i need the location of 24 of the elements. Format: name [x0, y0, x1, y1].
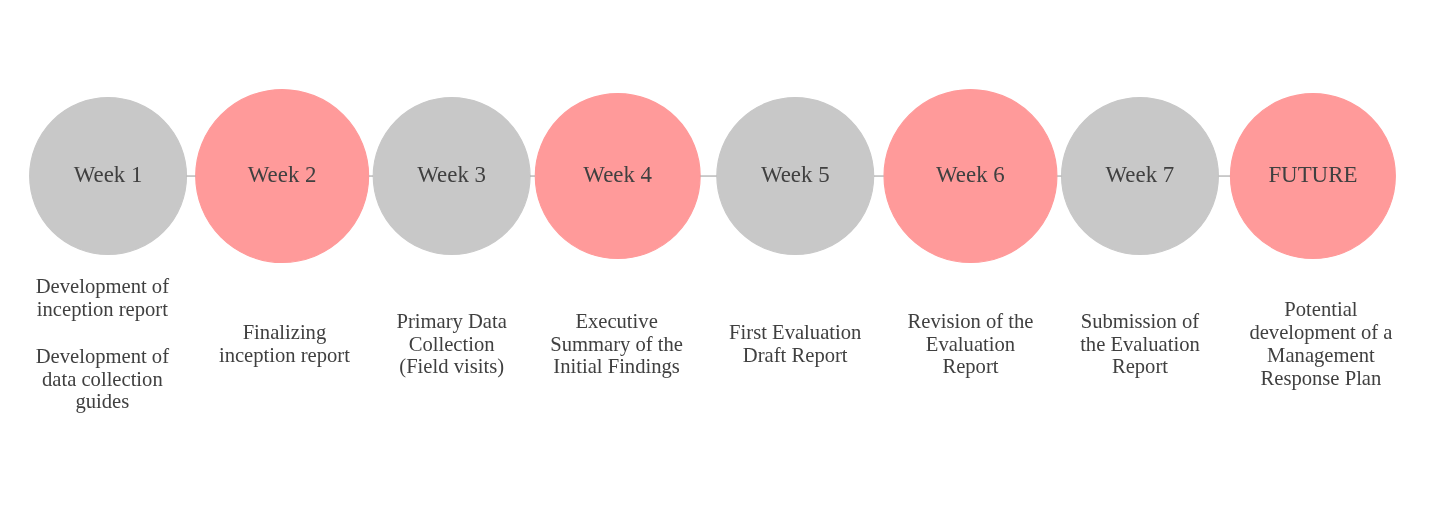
node-circle: Week 6: [883, 88, 1058, 263]
node-label: Development of data collection guides: [35, 344, 170, 412]
node-circle: Week 1: [29, 96, 188, 255]
connector: [1218, 174, 1231, 177]
node-circle: Week 4: [534, 92, 701, 259]
node-circle: Week 7: [1060, 96, 1219, 255]
node-circle: FUTURE: [1229, 92, 1396, 259]
connector: [368, 174, 374, 177]
node-label: Executive Summary of the Initial Findings: [550, 309, 683, 377]
connector: [186, 174, 197, 177]
connector: [1056, 174, 1062, 177]
node-circle: Week 5: [716, 96, 875, 255]
connector: [873, 174, 885, 177]
connector: [529, 174, 536, 177]
node-circle: Week 2: [195, 88, 370, 263]
connector: [699, 174, 718, 177]
node-label: Revision of the Evaluation Report: [907, 309, 1034, 377]
node-label: First Evaluation Draft Report: [729, 320, 862, 366]
node-label: Submission of the Evaluation Report: [1080, 309, 1200, 377]
node-label: Primary Data Collection (Field visits): [396, 309, 507, 377]
node-label: Potential development of a Management Response Plan: [1249, 297, 1393, 389]
node-label: Development of inception report: [35, 274, 170, 320]
node-circle: Week 3: [372, 96, 531, 255]
node-label: Finalizing inception report: [218, 320, 350, 366]
